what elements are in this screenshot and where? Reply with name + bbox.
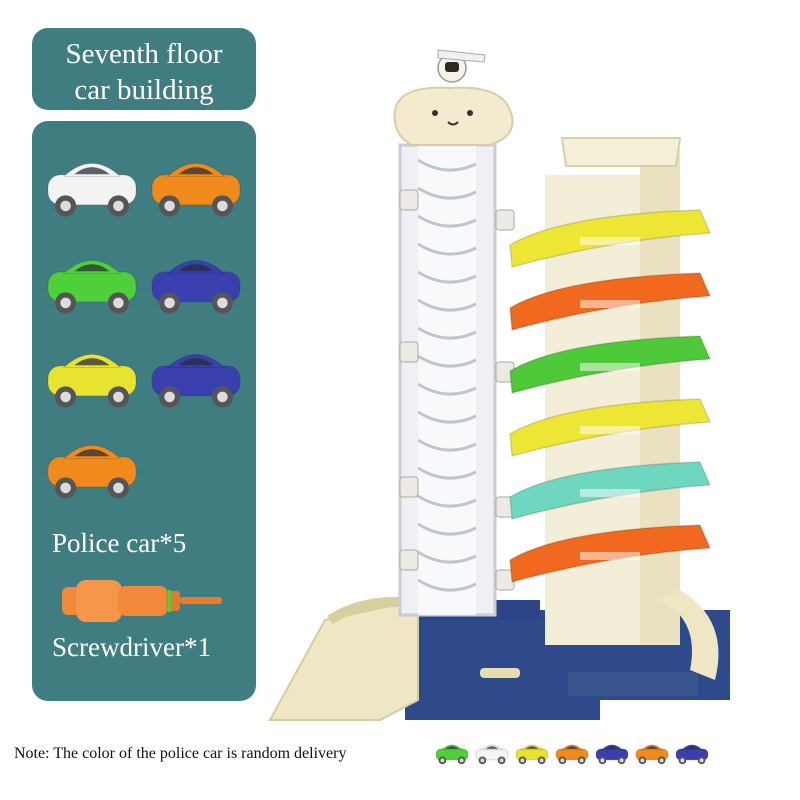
title-line-1: Seventh floor [65,38,223,70]
ramp-level-4 [509,398,712,457]
cars-quantity-label: Police car*5 [52,528,187,558]
panel-car-4 [151,260,241,314]
panel-car-3 [47,260,137,314]
panel-cars-group [47,163,241,499]
mini-car-4 [555,744,589,765]
title-panel: Seventh floor car building [32,28,256,110]
panel-car-2 [151,163,241,217]
ramp-tower [509,137,719,680]
screwdriver-quantity-label: Screwdriver*1 [52,632,211,662]
exit-ramp [268,596,419,721]
product-title: Seventh floor car building [32,36,256,108]
spiral-tube [398,143,515,617]
panel-car-6 [151,354,241,408]
ramp-level-3 [509,335,712,394]
ramp-level-6 [509,524,712,583]
tower-top-character [393,49,514,146]
delivery-note: Note: The color of the police car is ran… [14,745,347,762]
mini-car-6 [635,744,669,765]
mini-car-1 [435,744,469,765]
title-line-2: car building [74,74,214,106]
panel-car-5 [47,354,137,408]
mini-car-2 [475,744,509,765]
mini-car-7 [675,744,709,765]
panel-car-7 [47,445,137,499]
mini-cars-row [435,744,709,765]
mini-car-5 [595,744,629,765]
mini-car-3 [515,744,549,765]
ramp-level-1 [509,209,712,268]
screwdriver-icon [62,580,222,622]
ramp-level-2 [509,272,712,331]
ramp-level-5 [509,461,712,520]
panel-car-1 [47,163,137,217]
